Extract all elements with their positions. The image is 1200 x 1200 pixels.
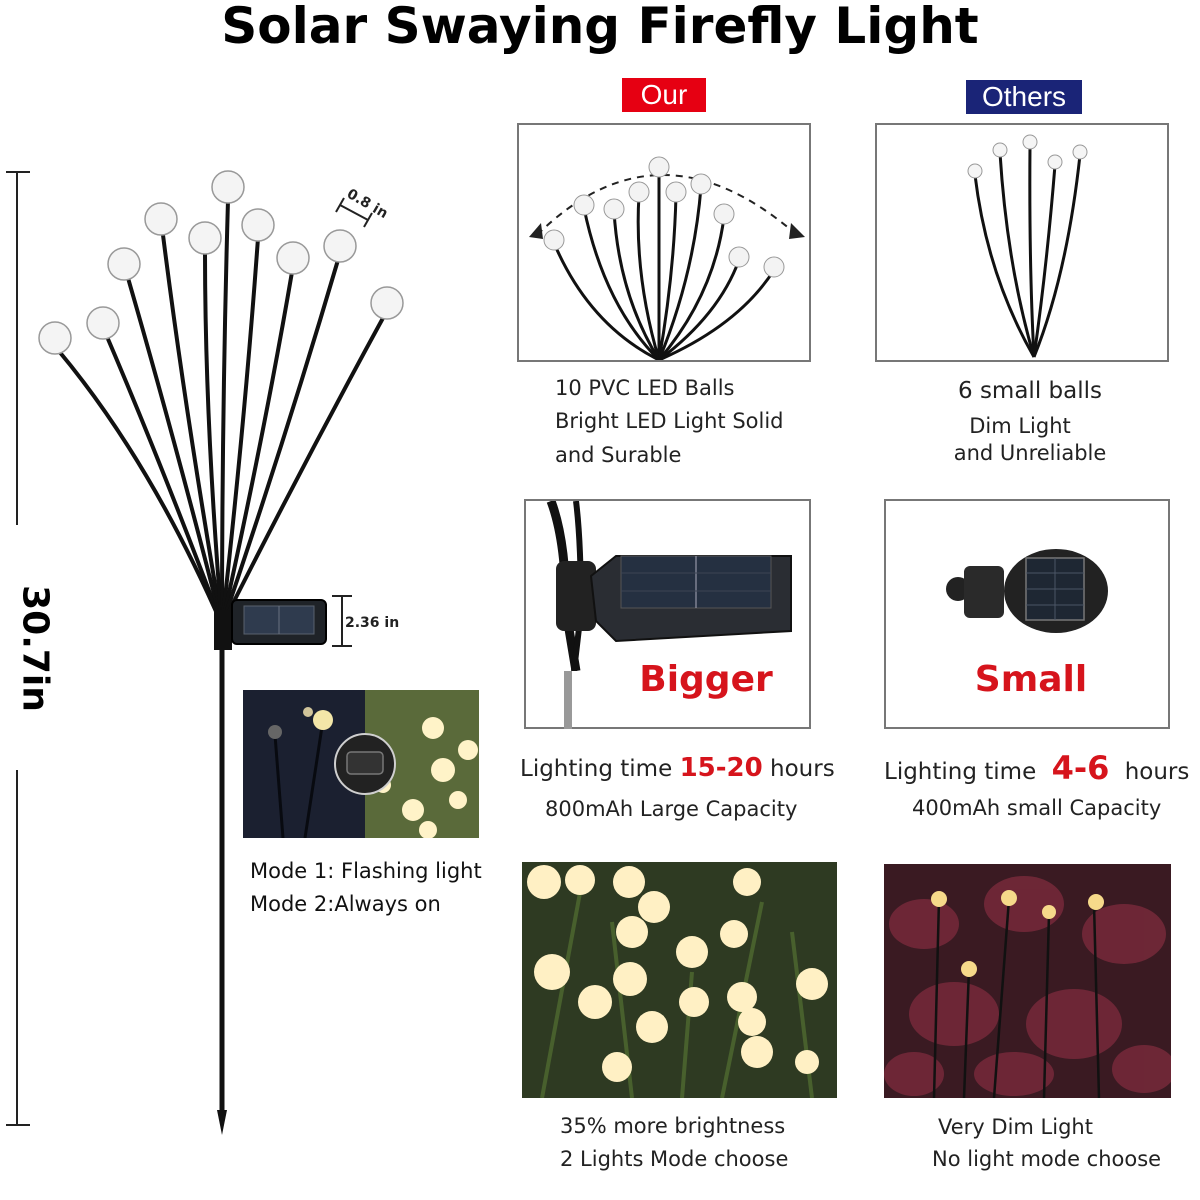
others-balls-line-2: Dim Light: [969, 414, 1071, 438]
our-brightness-line-2: 2 Lights Mode choose: [560, 1147, 789, 1171]
mode-1-text: Mode 1: Flashing light: [250, 859, 482, 883]
others-lighting-time: Lighting time 4-6 hours: [884, 752, 1194, 789]
our-panel-box: Bigger: [524, 499, 811, 729]
our-balls-line-1: 10 PVC LED Balls: [555, 376, 735, 400]
bigger-label: Bigger: [639, 659, 773, 700]
others-panel-box: Small: [884, 499, 1170, 729]
our-balls-line-2: Bright LED Light Solid: [555, 409, 784, 433]
small-label: Small: [974, 659, 1088, 700]
others-hours-unit: hours: [1124, 759, 1190, 785]
our-lighting-time-label: Lighting time: [520, 756, 673, 782]
others-balls-line-1: 6 small balls: [958, 378, 1102, 404]
others-hours-value: 4-6: [1051, 749, 1110, 787]
our-hours-value: 15-20: [679, 753, 763, 783]
our-capacity: 800mAh Large Capacity: [545, 797, 798, 821]
product-illustration: [6, 170, 404, 1135]
others-capacity: 400mAh small Capacity: [912, 796, 1162, 820]
our-tag: Our: [622, 78, 706, 112]
others-brightness-line-1: Very Dim Light: [938, 1115, 1093, 1139]
panel-size-label: 2.36 in: [345, 615, 400, 631]
our-balls-panel: [517, 123, 811, 362]
our-brightness-line-1: 35% more brightness: [560, 1114, 786, 1138]
others-tag: Others: [966, 80, 1082, 114]
our-hours-unit: hours: [770, 756, 835, 782]
height-label: 30.7in: [14, 585, 56, 712]
mode-photo: [243, 690, 479, 838]
others-balls-line-3: and Unreliable: [953, 441, 1107, 465]
others-balls-panel: [875, 123, 1169, 362]
our-lighting-time: Lighting time 15-20 hours: [520, 752, 840, 786]
our-brightness-photo: [522, 862, 837, 1098]
page-title: Solar Swaying Firefly Light: [221, 0, 979, 55]
our-balls-line-3: and Surable: [555, 443, 682, 467]
others-lighting-time-label: Lighting time: [884, 759, 1037, 785]
mode-2-text: Mode 2:Always on: [250, 892, 441, 916]
others-brightness-photo: [884, 864, 1171, 1098]
others-brightness-line-2: No light mode choose: [932, 1147, 1162, 1171]
